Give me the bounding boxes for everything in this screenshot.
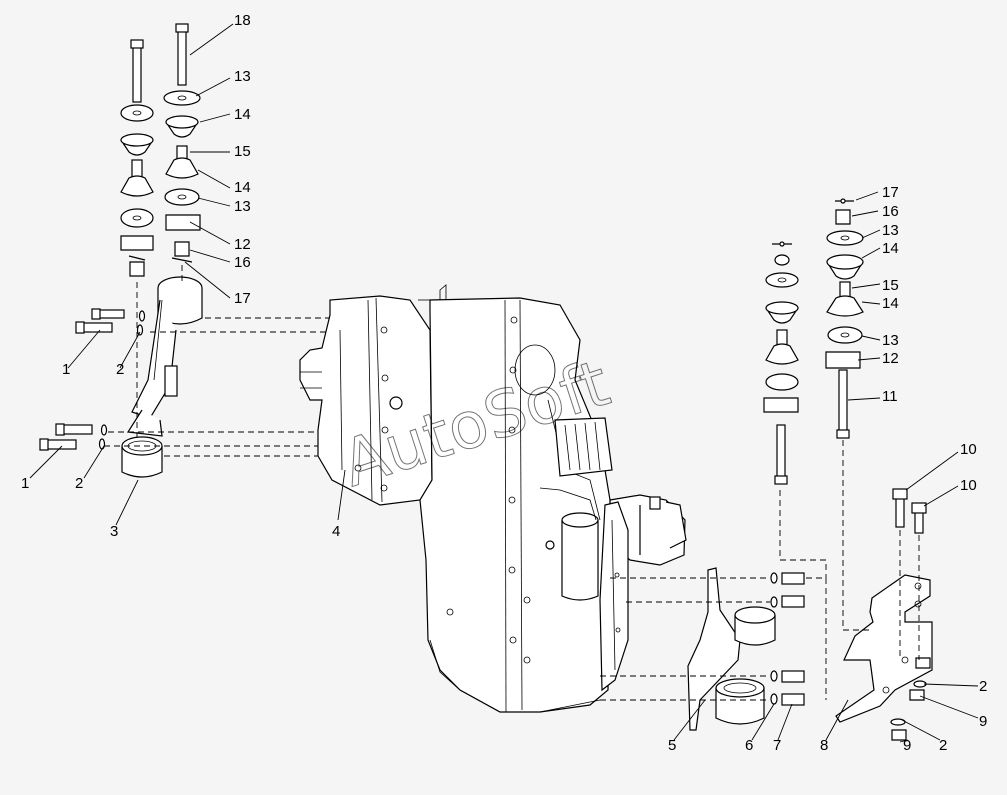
callout-12: 12 <box>234 236 251 253</box>
callout-2: 2 <box>979 678 987 695</box>
callout-10: 10 <box>960 441 977 458</box>
callout-9: 9 <box>903 737 911 754</box>
callout-2: 2 <box>939 737 947 754</box>
callout-14: 14 <box>234 106 251 123</box>
callout-1: 1 <box>62 361 70 378</box>
callout-15: 15 <box>882 277 899 294</box>
callout-16: 16 <box>882 203 899 220</box>
rear-connection-lines <box>600 440 920 701</box>
callout-13: 13 <box>234 198 251 215</box>
callout-2: 2 <box>75 475 83 492</box>
callout-13: 13 <box>234 68 251 85</box>
callout-9: 9 <box>979 713 987 730</box>
leader-lines <box>29 23 979 743</box>
callout-1: 1 <box>21 475 29 492</box>
right-stack-b <box>825 198 864 439</box>
left-stack-b <box>163 23 201 263</box>
right-mount-assembly <box>763 198 864 485</box>
left-bracket <box>126 276 203 437</box>
callout-labels: 18 13 14 15 14 13 12 16 17 1 2 1 2 3 4 5… <box>21 12 987 754</box>
rear-mount-brackets <box>687 488 933 741</box>
callout-14: 14 <box>234 179 251 196</box>
callout-12: 12 <box>882 350 899 367</box>
callout-6: 6 <box>745 737 753 754</box>
callout-15: 15 <box>234 143 251 160</box>
callout-13: 13 <box>882 332 899 349</box>
callout-4: 4 <box>332 523 340 540</box>
callout-11: 11 <box>882 388 898 405</box>
callout-14: 14 <box>882 295 899 312</box>
callout-17: 17 <box>882 184 899 201</box>
callout-13: 13 <box>882 222 899 239</box>
callout-7: 7 <box>773 737 781 754</box>
transmission-housing <box>299 284 687 713</box>
left-bolts <box>39 308 146 451</box>
left-connection-lines <box>104 265 330 457</box>
left-bushing <box>121 436 163 478</box>
left-mount-assembly <box>39 23 203 478</box>
callout-14: 14 <box>882 240 899 257</box>
right-stack-a <box>763 241 799 485</box>
callout-10: 10 <box>960 477 977 494</box>
callout-8: 8 <box>820 737 828 754</box>
callout-17: 17 <box>234 290 251 307</box>
callout-5: 5 <box>668 737 676 754</box>
left-stack-a <box>120 39 154 277</box>
callout-2: 2 <box>116 361 124 378</box>
callout-3: 3 <box>110 523 118 540</box>
callout-16: 16 <box>234 254 251 271</box>
callout-18: 18 <box>234 12 251 29</box>
